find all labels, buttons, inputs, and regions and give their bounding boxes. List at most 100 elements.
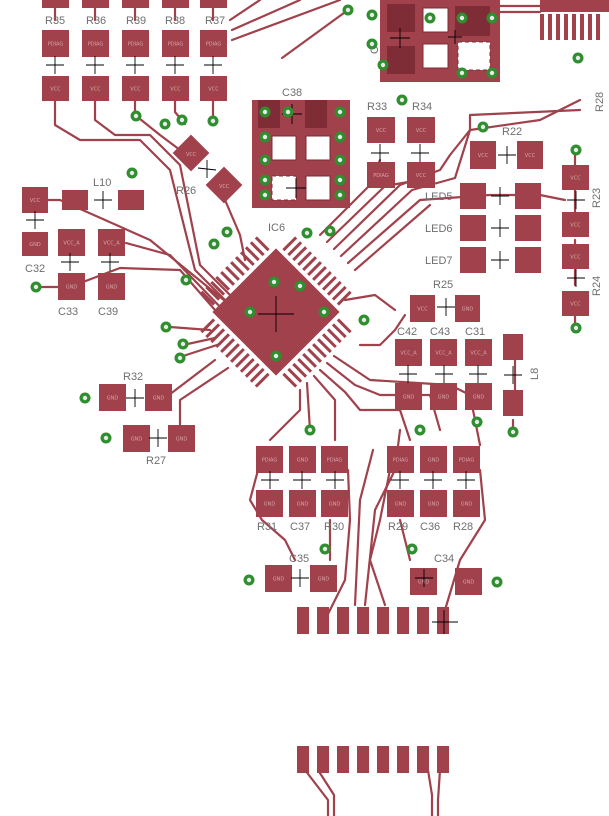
via-drill xyxy=(211,241,217,247)
smd-pad xyxy=(453,446,480,473)
smd-pad xyxy=(168,425,195,452)
pad-net-text: GND xyxy=(403,395,415,401)
smd-pad xyxy=(162,0,189,8)
via-drill xyxy=(210,118,216,124)
pad-net-text: VCC xyxy=(478,153,489,159)
via-drill xyxy=(510,429,516,435)
pad-net-text: VCC xyxy=(417,307,428,313)
smd-pad xyxy=(58,229,85,256)
pad-net-text: GND xyxy=(176,437,188,443)
smd-pad xyxy=(395,339,422,366)
pad-net-text: GND xyxy=(273,577,285,583)
smd-pad xyxy=(310,565,337,592)
via-drill xyxy=(224,229,230,235)
pad-net-text: GND xyxy=(297,458,309,464)
top-right-block xyxy=(380,0,500,82)
label-ic6: IC6 xyxy=(268,222,285,234)
pad-net-text: GND xyxy=(106,285,118,291)
pad-net-text: GND xyxy=(473,395,485,401)
via-drill xyxy=(247,309,253,315)
smd-pad xyxy=(42,30,69,57)
smd-pad xyxy=(420,446,447,473)
pad-net-text: PDIAG xyxy=(128,42,144,48)
pad-net-text: VCC xyxy=(208,87,219,93)
smd-pad xyxy=(162,76,189,101)
smd-pad xyxy=(420,490,447,517)
pad-net-text: GND xyxy=(107,396,119,402)
smd-pad xyxy=(122,30,149,57)
smd-pad xyxy=(22,187,48,213)
pad-net-text: PDIAG xyxy=(206,42,222,48)
label-c35: C35 xyxy=(289,553,309,565)
via-drill xyxy=(369,41,375,47)
via-drill xyxy=(177,355,183,361)
label-r28-top: R28 xyxy=(594,92,606,112)
smd-pad xyxy=(58,273,85,300)
pad-net-text: VCC xyxy=(416,128,427,134)
via-drill xyxy=(262,109,268,115)
via-drill xyxy=(409,546,415,552)
label-r33: R33 xyxy=(367,101,387,113)
smd-pad xyxy=(517,141,543,169)
label-c34: C34 xyxy=(434,553,454,565)
pad-net-text: GND xyxy=(131,437,143,443)
pad-net-text: VCC xyxy=(570,302,581,308)
pad-net-text: VCC xyxy=(570,223,581,229)
smd-pad xyxy=(410,295,435,322)
smd-pad xyxy=(515,215,541,241)
smd-pad xyxy=(430,339,457,366)
via-drill xyxy=(82,395,88,401)
via-drill xyxy=(380,62,386,68)
via-drill xyxy=(273,353,279,359)
pad-net-text: GND xyxy=(463,580,475,586)
label-c42: C42 xyxy=(397,326,417,338)
smd-pad xyxy=(460,183,486,209)
via-drill xyxy=(307,427,313,433)
pad-net-text: GND xyxy=(66,285,78,291)
via-drill xyxy=(337,134,343,140)
label-c38: C38 xyxy=(282,87,302,99)
smd-pad xyxy=(460,215,486,241)
silkscreen-labels: R35 R36 R39 R38 R37 C C38 R33 R34 R22 L1… xyxy=(25,15,606,565)
via-drill xyxy=(399,97,405,103)
via-drill xyxy=(494,579,500,585)
via-drill xyxy=(369,12,375,18)
via-drill xyxy=(489,70,495,76)
pad-net-text: VCC_A xyxy=(470,351,487,357)
smd-pad xyxy=(562,244,589,269)
pad-net-text: VCC xyxy=(90,87,101,93)
connector-j-mid xyxy=(297,607,458,634)
pad-net-text: PDIAG xyxy=(168,42,184,48)
via-drill xyxy=(271,279,277,285)
smd-pad xyxy=(455,568,482,595)
smd-pad xyxy=(562,165,589,190)
smd-pad xyxy=(503,390,523,416)
smd-pad xyxy=(562,291,589,316)
via-drill xyxy=(180,341,186,347)
via-drill xyxy=(575,55,581,61)
via-drill xyxy=(417,427,423,433)
pad-net-text: GND xyxy=(461,502,473,508)
label-r30: R30 xyxy=(324,521,344,533)
smd-pad xyxy=(200,76,227,101)
label-r25: R25 xyxy=(433,279,453,291)
via-drill xyxy=(246,577,252,583)
via-drill xyxy=(327,228,333,234)
smd-pad xyxy=(256,446,283,473)
smd-pad xyxy=(122,76,149,101)
smd-pad xyxy=(289,490,316,517)
pad-net-text: GND xyxy=(297,502,309,508)
label-led5: LED5 xyxy=(425,191,453,203)
pad-net-text: GND xyxy=(153,396,165,402)
pad-net-text: PDIAG xyxy=(327,458,343,464)
via-drill xyxy=(459,70,465,76)
smd-pad xyxy=(410,568,437,595)
smd-pad xyxy=(98,229,125,256)
smd-pad xyxy=(465,339,492,366)
ic6-pins xyxy=(200,236,352,388)
smd-pad xyxy=(145,384,172,411)
smd-pad xyxy=(200,0,227,8)
pad-net-text: VCC_A xyxy=(103,241,120,247)
smd-pad xyxy=(289,446,316,473)
